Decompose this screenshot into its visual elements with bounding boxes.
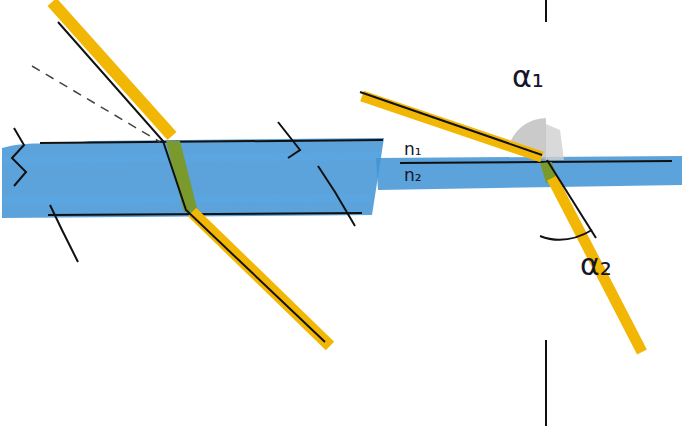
plate-edge (48, 213, 362, 215)
refractive-index: n₁ (404, 141, 422, 158)
plate-edge (40, 140, 383, 143)
interface-line (400, 161, 672, 163)
light-beam (362, 96, 542, 157)
break-mark (50, 205, 78, 262)
beam-edge (58, 22, 325, 342)
beam-edge (547, 160, 596, 238)
break-mark (12, 128, 26, 186)
break-mark (318, 166, 355, 226)
normal-line (545, 340, 547, 426)
refractive-index: n₂ (404, 167, 422, 184)
light-beam (552, 178, 642, 352)
angle-label: α₁ (512, 62, 544, 92)
angle-label: α₂ (580, 250, 612, 280)
normal-line (545, 0, 547, 22)
beam-in-glass (166, 141, 198, 212)
break-mark (278, 122, 300, 158)
beam-edge (360, 92, 542, 155)
angle-arc (540, 230, 592, 240)
angle-fill (546, 124, 564, 160)
light-beam (52, 2, 172, 136)
medium-band (376, 156, 682, 190)
